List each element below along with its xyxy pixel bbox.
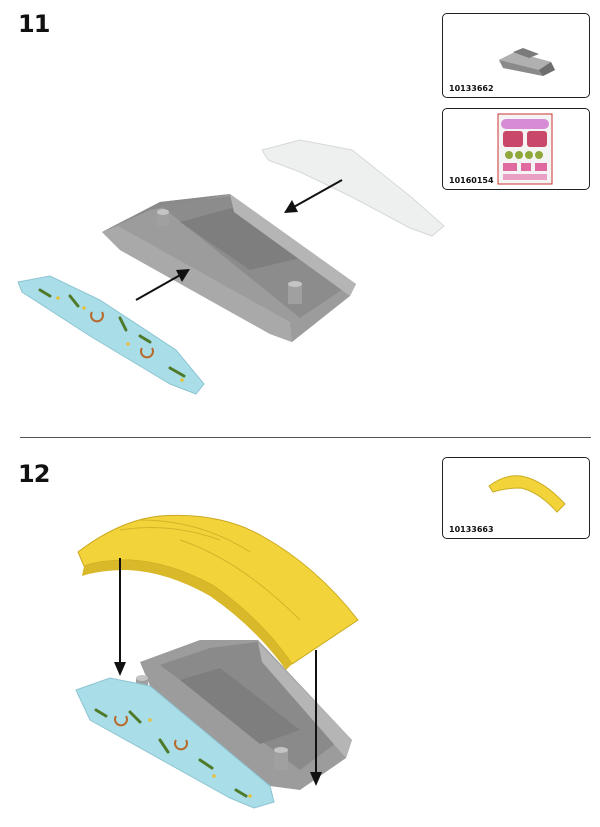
step-11-illustration <box>17 139 445 395</box>
arrow <box>284 179 343 213</box>
arrow <box>310 650 322 786</box>
arrow <box>135 269 190 301</box>
gray-base-assembled <box>136 640 352 790</box>
teal-sticker <box>17 275 205 395</box>
part-code: 10133663 <box>449 525 494 534</box>
arrow <box>114 558 126 676</box>
part-code: 10160154 <box>449 176 494 185</box>
part-box-10160154: 10160154 <box>442 108 590 190</box>
gray-base-piece-icon <box>499 48 555 76</box>
yellow-roof-piece-icon <box>488 475 566 513</box>
part-box-10133662: 10133662 <box>442 13 590 98</box>
step-number-11: 11 <box>18 10 50 38</box>
step-number-12: 12 <box>18 460 50 488</box>
yellow-roof-piece <box>77 514 359 670</box>
gray-base-piece <box>102 194 356 342</box>
sticker-sheet-icon <box>497 113 553 185</box>
part-code: 10133662 <box>449 84 494 93</box>
step-divider <box>20 437 591 438</box>
white-sticker <box>261 139 445 237</box>
teal-panel-assembled <box>75 677 275 809</box>
part-box-10133663: 10133663 <box>442 457 590 539</box>
